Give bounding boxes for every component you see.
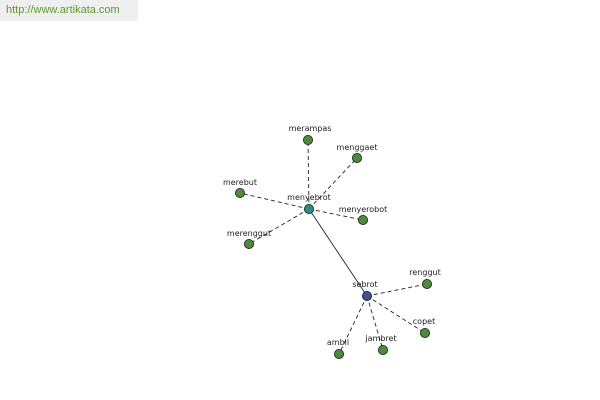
node-label-jambret: jambret bbox=[364, 334, 396, 343]
node-label-copet: copet bbox=[413, 317, 435, 326]
edge-sebrot-jambret bbox=[366, 295, 384, 351]
nodes-layer bbox=[234, 134, 432, 359]
labels-layer: menyebrot sebrot merampas menggaet merebut me… bbox=[223, 124, 441, 347]
node-label-ambil: ambil bbox=[327, 338, 349, 347]
node-label-merebut: merebut bbox=[223, 178, 257, 187]
node-ambil[interactable] bbox=[333, 348, 344, 359]
node-label-sebrot: sebrot bbox=[352, 280, 377, 289]
edge-menyebrot-menggaet bbox=[308, 157, 358, 210]
node-jambret[interactable] bbox=[377, 344, 388, 355]
node-label-menyerobot: menyerobot bbox=[339, 205, 388, 214]
node-menyebrot[interactable] bbox=[303, 203, 314, 214]
edge-menyebrot-sebrot bbox=[308, 208, 368, 297]
node-menggaet[interactable] bbox=[351, 152, 362, 163]
node-merebut[interactable] bbox=[234, 187, 245, 198]
edge-sebrot-renggut bbox=[366, 283, 428, 297]
node-merenggut[interactable] bbox=[243, 238, 254, 249]
node-label-menyebrot: menyebrot bbox=[287, 193, 331, 202]
node-sebrot[interactable] bbox=[361, 290, 372, 301]
edge-sebrot-copet bbox=[366, 295, 426, 334]
node-label-merenggut: merenggut bbox=[227, 229, 271, 238]
node-menyerobot[interactable] bbox=[357, 214, 368, 225]
node-merampas[interactable] bbox=[302, 134, 313, 145]
edge-menyebrot-merampas bbox=[307, 139, 310, 210]
site-url-watermark: http://www.artikata.com bbox=[0, 0, 138, 21]
edge-menyebrot-merebut bbox=[239, 192, 310, 210]
node-label-menggaet: menggaet bbox=[337, 143, 378, 152]
edge-menyebrot-merenggut bbox=[248, 208, 310, 245]
edges-layer bbox=[239, 139, 428, 355]
node-renggut[interactable] bbox=[421, 278, 432, 289]
node-label-merampas: merampas bbox=[289, 124, 332, 133]
node-label-renggut: renggut bbox=[409, 268, 440, 277]
edge-sebrot-ambil bbox=[338, 295, 368, 355]
edge-menyebrot-menyerobot bbox=[308, 208, 364, 221]
node-copet[interactable] bbox=[419, 327, 430, 338]
